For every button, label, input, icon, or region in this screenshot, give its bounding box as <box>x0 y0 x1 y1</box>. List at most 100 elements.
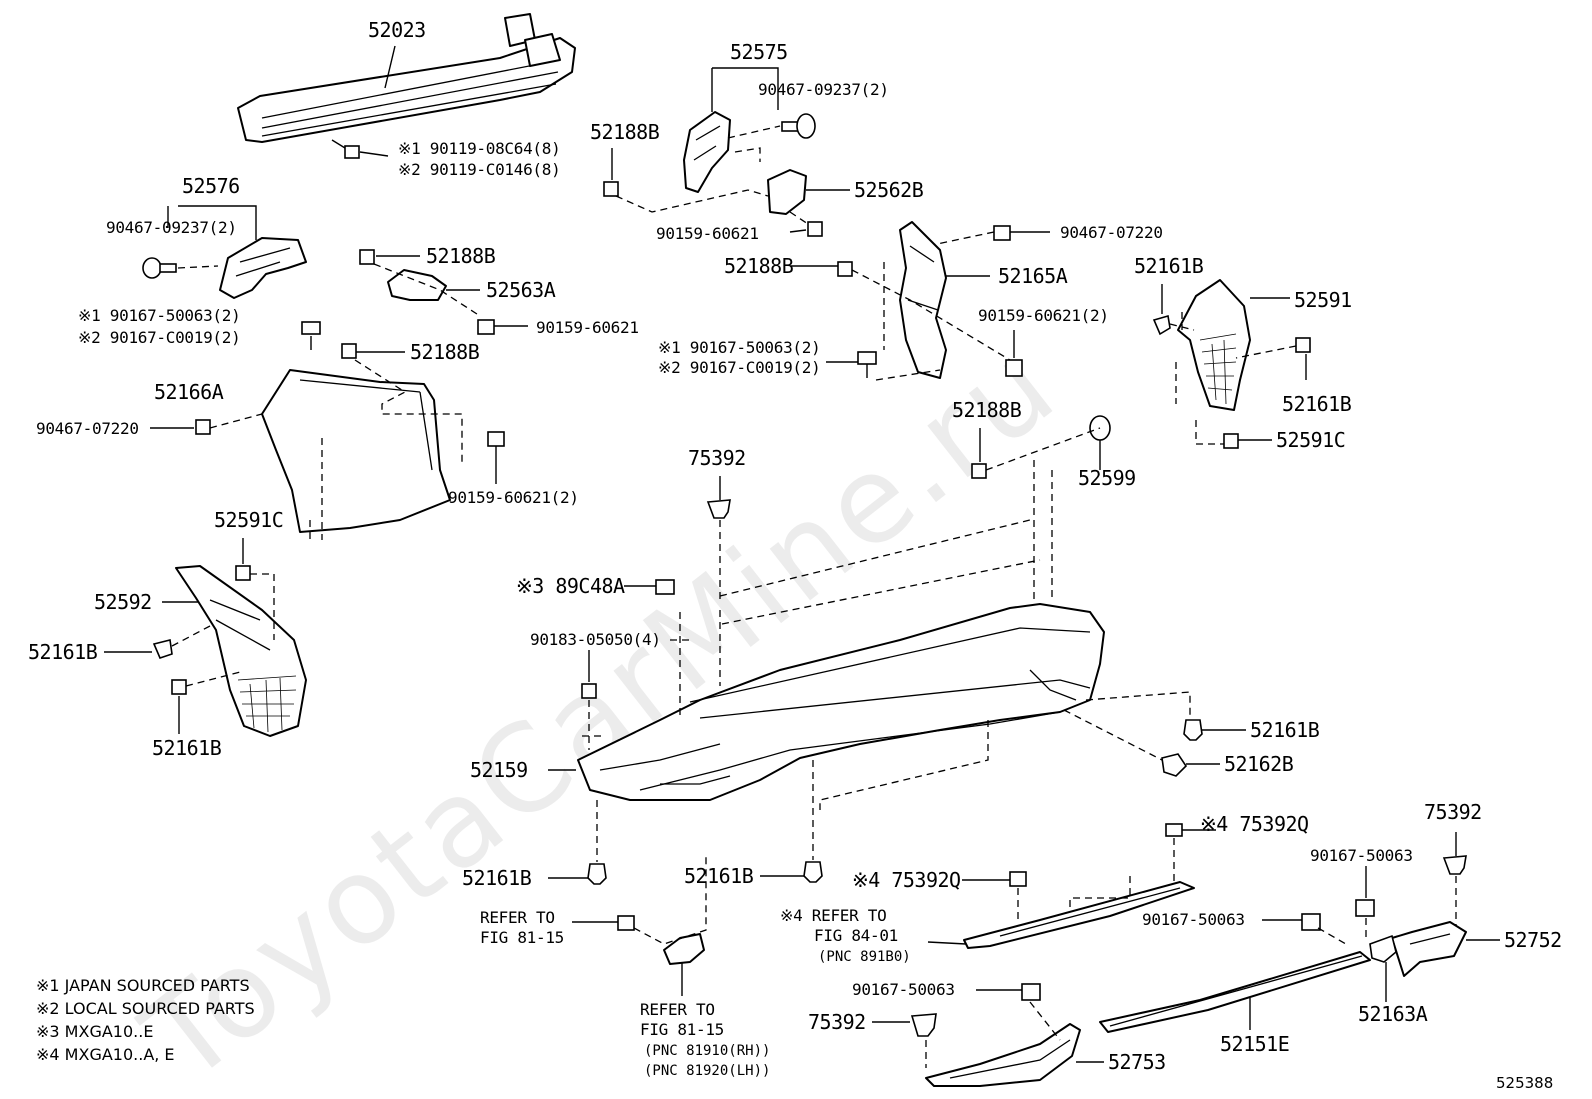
label-90119-r1: ※1 90119-08C64(8) <box>398 139 561 158</box>
clip-52161b-right <box>1183 719 1203 741</box>
label-52161b-6: 52161B <box>462 866 532 890</box>
label-52591c-2: 52591C <box>214 508 284 532</box>
label-52161b-4: 52161B <box>152 736 222 760</box>
nut-90159-60621-top <box>807 221 823 237</box>
label-refer-81-15-b: FIG 81-15 <box>480 928 564 947</box>
clip-52161b-bottom-center <box>803 861 823 883</box>
label-52575-bolt: 90467-09237(2) <box>758 80 889 99</box>
clip-52188b-1 <box>603 181 619 197</box>
cover-52162b <box>1161 753 1188 777</box>
label-52161b-5: 52161B <box>1250 718 1320 742</box>
label-52599: 52599 <box>1078 466 1136 490</box>
bolt-refer-81-15 <box>617 915 635 931</box>
label-52575: 52575 <box>730 40 788 64</box>
sensor-89c48a <box>655 579 675 595</box>
end-piece-52752 <box>1391 921 1467 977</box>
clip-75392q-a <box>1165 823 1183 837</box>
label-75392q-b: ※4 75392Q <box>852 868 961 892</box>
label-refer-81-15-c: REFER TO <box>640 1000 715 1019</box>
extension-52166a <box>261 369 451 533</box>
label-90167-r1-right: ※1 90167-50063(2) <box>658 338 821 357</box>
bolt-90467-09237-left <box>142 257 177 279</box>
clip-52188b-2 <box>359 249 375 265</box>
label-52591c-1: 52591C <box>1276 428 1346 452</box>
garnish-52753 <box>925 1023 1081 1087</box>
nut-52591c-left <box>235 565 251 581</box>
clip-52161b-upper-right-b <box>1295 337 1311 353</box>
label-89c48a: ※3 89C48A <box>516 574 625 598</box>
label-90167-50063-c: 90167-50063 <box>852 980 955 999</box>
label-52023: 52023 <box>368 18 426 42</box>
bracket-52575 <box>683 111 731 193</box>
label-90167-r2-left: ※2 90167-C0019(2) <box>78 328 241 347</box>
bracket-52563a <box>387 269 447 301</box>
label-90159-60621-2-right: 90159-60621(2) <box>978 306 1109 325</box>
label-90119-r2: ※2 90119-C0146(8) <box>398 160 561 179</box>
bracket-52163a <box>1369 934 1397 963</box>
clip-90467-07220-right <box>993 225 1011 241</box>
retainer-52592 <box>175 565 307 737</box>
label-52188b-1: 52188B <box>590 120 660 144</box>
nut-90159-60621-right <box>1005 359 1023 377</box>
clip-52188b-5 <box>971 463 987 479</box>
label-52753: 52753 <box>1108 1050 1166 1074</box>
clip-75392-right <box>1442 855 1467 875</box>
bolt-90167-50063-right <box>1355 899 1375 917</box>
label-52188b-2: 52188B <box>426 244 496 268</box>
label-90159-60621-2-left: 90159-60621(2) <box>448 488 579 507</box>
label-52161b-3: 52161B <box>28 640 98 664</box>
label-90183: 90183-05050(4) <box>530 630 661 649</box>
bolt-90167-50063-center <box>1301 913 1321 931</box>
bolt-90119 <box>331 139 389 159</box>
label-90467-07220-right: 90467-07220 <box>1060 223 1163 242</box>
note-2: ※2 LOCAL SOURCED PARTS <box>36 999 255 1018</box>
label-refer-84-01-a: ※4 REFER TO <box>780 906 887 925</box>
label-52166a: 52166A <box>154 380 224 404</box>
clip-52161b-bottom-left <box>587 863 607 885</box>
legend-notes: ※1 JAPAN SOURCED PARTS ※2 LOCAL SOURCED … <box>36 976 255 1068</box>
label-52576: 52576 <box>182 174 240 198</box>
retainer-52591 <box>1177 279 1251 411</box>
bolt-90167-50063-lower <box>1021 983 1041 1001</box>
label-90167-50063-a: 90167-50063 <box>1310 846 1413 865</box>
label-90167-50063-b: 90167-50063 <box>1142 910 1245 929</box>
label-52163a: 52163A <box>1358 1002 1428 1026</box>
label-52752: 52752 <box>1504 928 1562 952</box>
diagram-id: 525388 <box>1496 1074 1554 1092</box>
label-75392-1: 75392 <box>688 446 746 470</box>
label-refer-84-01-c: (PNC 891B0) <box>818 949 911 965</box>
label-90159-1: 90159-60621 <box>656 224 759 243</box>
label-75392-3: 75392 <box>808 1010 866 1034</box>
label-refer-81-15-d: FIG 81-15 <box>640 1020 724 1039</box>
nut-52591c-right <box>1223 433 1239 449</box>
label-52161b-7: 52161B <box>684 864 754 888</box>
clip-52188b-4 <box>837 261 853 277</box>
molding-refer-84-01 <box>963 881 1195 949</box>
label-52188b-4: 52188B <box>724 254 794 278</box>
note-3: ※3 MXGA10..E <box>36 1022 154 1041</box>
strip-52151e <box>1099 951 1371 1033</box>
nut-90183-05050 <box>581 683 597 699</box>
note-4: ※4 MXGA10..A, E <box>36 1045 175 1064</box>
bracket-52562b <box>767 169 807 215</box>
label-75392q-a: ※4 75392Q <box>1200 812 1309 836</box>
clip-52161b-left-b <box>171 679 187 695</box>
label-52591: 52591 <box>1294 288 1352 312</box>
label-refer-81-15-e: (PNC 81910(RH)) <box>644 1043 771 1059</box>
clip-52188b-3 <box>341 343 357 359</box>
clip-52161b-upper-right-a <box>1152 314 1171 336</box>
label-52188b-5: 52188B <box>952 398 1022 422</box>
label-refer-84-01-b: FIG 84-01 <box>814 926 898 945</box>
reflector <box>663 933 705 965</box>
clip-75392q-b <box>1009 871 1027 887</box>
label-refer-81-15-a: REFER TO <box>480 908 555 927</box>
label-90167-r1-left: ※1 90167-50063(2) <box>78 306 241 325</box>
label-52563a: 52563A <box>486 278 556 302</box>
label-52576-bolt: 90467-09237(2) <box>106 218 237 237</box>
clip-52161b-left-a <box>152 639 173 659</box>
label-52151e: 52151E <box>1220 1032 1290 1056</box>
label-52188b-3: 52188B <box>410 340 480 364</box>
label-52161b-2: 52161B <box>1282 392 1352 416</box>
